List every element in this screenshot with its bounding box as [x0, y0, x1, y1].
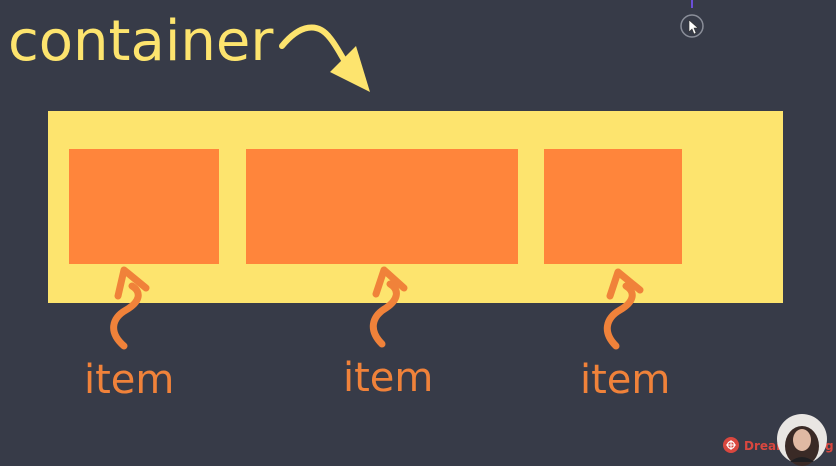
container-title: container [8, 9, 274, 74]
item-label-3: item [580, 357, 670, 403]
presenter-avatar [777, 414, 827, 466]
watermark: Dream g [723, 414, 834, 466]
cursor-icon [680, 0, 704, 38]
logo-icon [723, 437, 739, 453]
item-label-2: item [343, 355, 433, 401]
flex-item-2 [246, 149, 518, 264]
flex-item-1 [69, 149, 219, 264]
item-label-1: item [84, 357, 174, 403]
flex-item-3 [544, 149, 682, 264]
item-arrow-3 [603, 268, 644, 350]
container-arrow [279, 24, 370, 92]
item-arrow-2 [369, 266, 408, 348]
item-arrow-1 [110, 266, 150, 350]
watermark-text-right: g [825, 439, 834, 453]
